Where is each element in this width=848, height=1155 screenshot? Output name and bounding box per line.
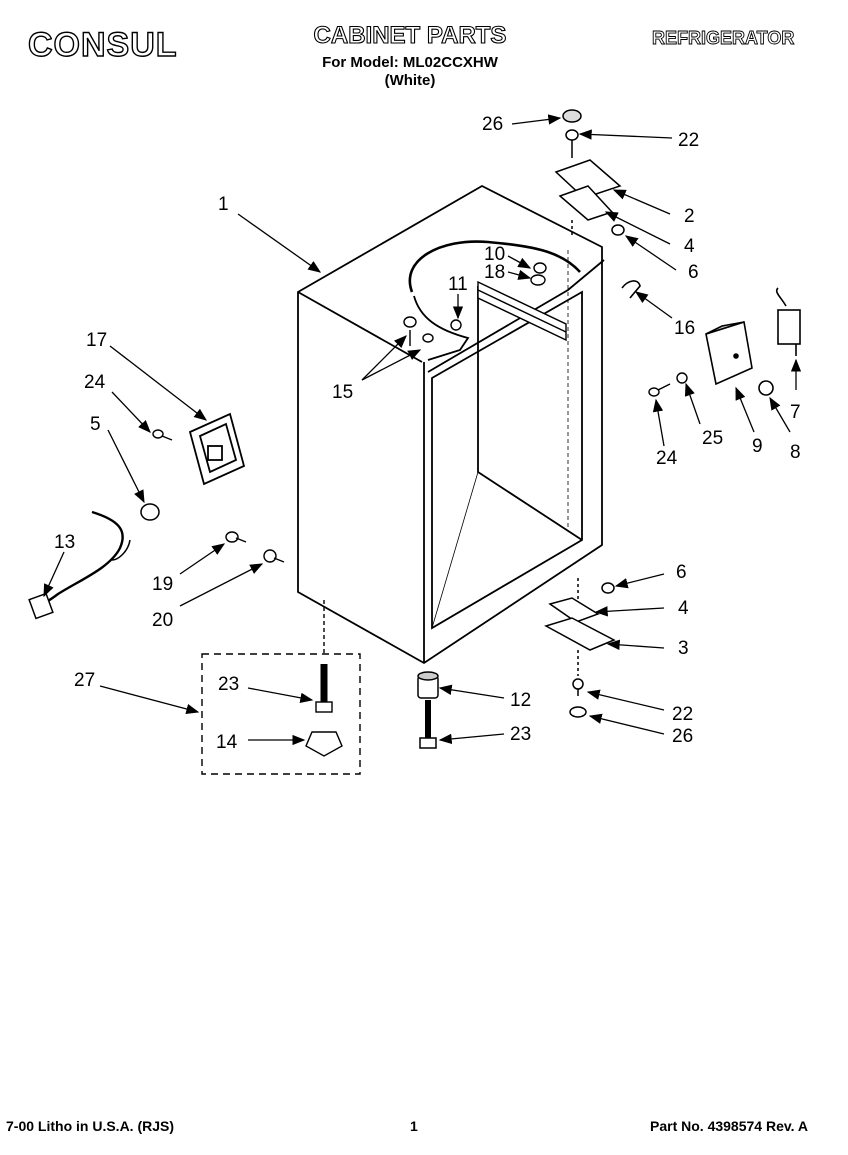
callout-16: 16 bbox=[674, 318, 695, 339]
litho-note: 7-00 Litho in U.S.A. (RJS) bbox=[6, 1118, 175, 1134]
divider-rail bbox=[477, 280, 567, 342]
callout-numbers: 1 2 3 4 4 5 6 6 7 8 9 10 11 12 13 14 15 … bbox=[54, 114, 801, 753]
part-number: Part No. 4398574 Rev. A bbox=[650, 1118, 808, 1134]
control-box bbox=[705, 287, 801, 396]
callout-23: 23 bbox=[510, 724, 531, 745]
light-bracket bbox=[188, 412, 246, 486]
mount-screws bbox=[152, 372, 688, 441]
callout-4: 4 bbox=[684, 236, 695, 257]
brand-logo: CONSUL bbox=[27, 25, 178, 64]
callout-6: 6 bbox=[676, 562, 687, 583]
model-line: For Model: ML02CCXHW bbox=[322, 54, 498, 71]
callout-5: 5 bbox=[90, 414, 101, 435]
callout-13: 13 bbox=[54, 532, 75, 553]
callout-2: 2 bbox=[684, 206, 695, 227]
callout-7: 7 bbox=[790, 402, 801, 423]
callout-27: 27 bbox=[74, 670, 95, 691]
callout-25: 25 bbox=[702, 428, 723, 449]
callout-26: 26 bbox=[672, 726, 693, 747]
screw-set bbox=[403, 262, 547, 346]
callout-14: 14 bbox=[216, 732, 238, 753]
callout-12: 12 bbox=[510, 690, 531, 711]
callout-8: 8 bbox=[790, 442, 801, 463]
callout-6: 6 bbox=[688, 262, 699, 283]
callout-9: 9 bbox=[752, 436, 763, 457]
power-cord bbox=[28, 503, 160, 620]
cabinet-screws bbox=[225, 531, 285, 563]
top-hinge-assembly bbox=[554, 109, 625, 236]
callout-18: 18 bbox=[484, 262, 505, 283]
color-line: (White) bbox=[384, 72, 436, 89]
page-number: 1 bbox=[410, 1118, 418, 1134]
callout-19: 19 bbox=[152, 574, 173, 595]
callout-1: 1 bbox=[218, 194, 229, 215]
cabinet-shell bbox=[297, 184, 605, 665]
callout-17: 17 bbox=[86, 330, 107, 351]
callout-10: 10 bbox=[484, 244, 505, 265]
callout-22: 22 bbox=[672, 704, 693, 725]
callout-3: 3 bbox=[678, 638, 689, 659]
leveling-leg-kit bbox=[201, 600, 361, 775]
callout-26: 26 bbox=[482, 114, 503, 135]
category-label: REFRIGERATOR bbox=[652, 28, 795, 49]
front-leg bbox=[417, 671, 439, 749]
page-title: CABINET PARTS bbox=[313, 21, 507, 49]
callout-24: 24 bbox=[84, 372, 106, 393]
callout-15: 15 bbox=[332, 382, 353, 403]
door-stop-clip bbox=[621, 280, 641, 299]
callout-22: 22 bbox=[678, 130, 699, 151]
leader-lines bbox=[43, 114, 802, 746]
callout-11: 11 bbox=[448, 274, 468, 295]
callout-24: 24 bbox=[656, 448, 678, 469]
callout-20: 20 bbox=[152, 610, 173, 631]
callout-4: 4 bbox=[678, 598, 689, 619]
callout-23: 23 bbox=[218, 674, 239, 695]
